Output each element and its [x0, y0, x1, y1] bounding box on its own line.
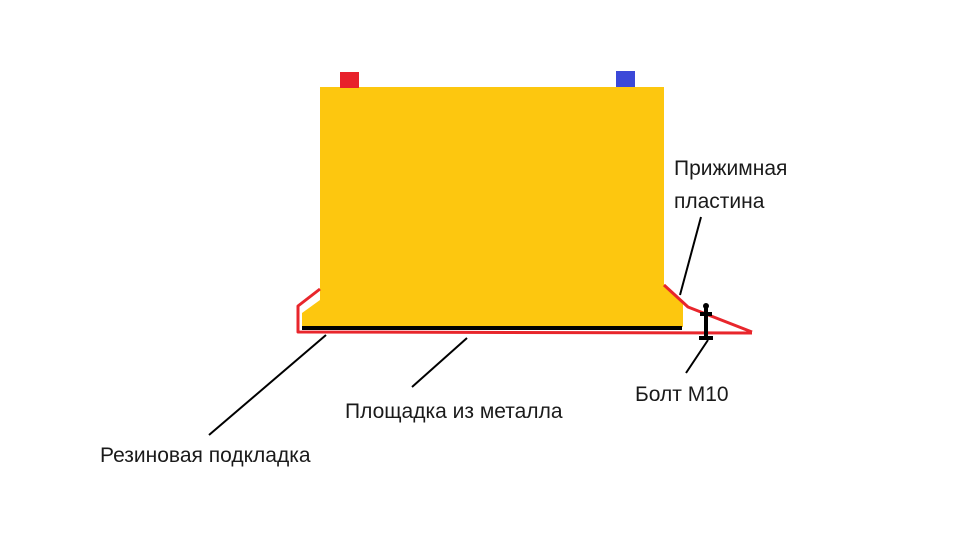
clamp-plate-label-line2: пластина: [674, 190, 765, 213]
bolt-label: Болт М10: [635, 383, 729, 406]
negative-terminal-icon: [616, 71, 635, 87]
clamp-plate: [662, 283, 753, 334]
clamp-plate-label-line1: Прижимная: [674, 157, 788, 180]
leader-metal-platform: [411, 337, 468, 388]
leader-bolt: [685, 339, 709, 374]
bolt-icon: [699, 303, 713, 340]
leader-rubber-pad: [208, 334, 327, 436]
leader-clamp-plate: [679, 216, 702, 296]
metal-platform-label: Площадка из металла: [345, 400, 563, 423]
metal-platform: [296, 287, 753, 335]
positive-terminal-icon: [340, 72, 359, 88]
rubber-pad-label: Резиновая подкладка: [100, 444, 311, 467]
battery-body: [302, 87, 683, 327]
